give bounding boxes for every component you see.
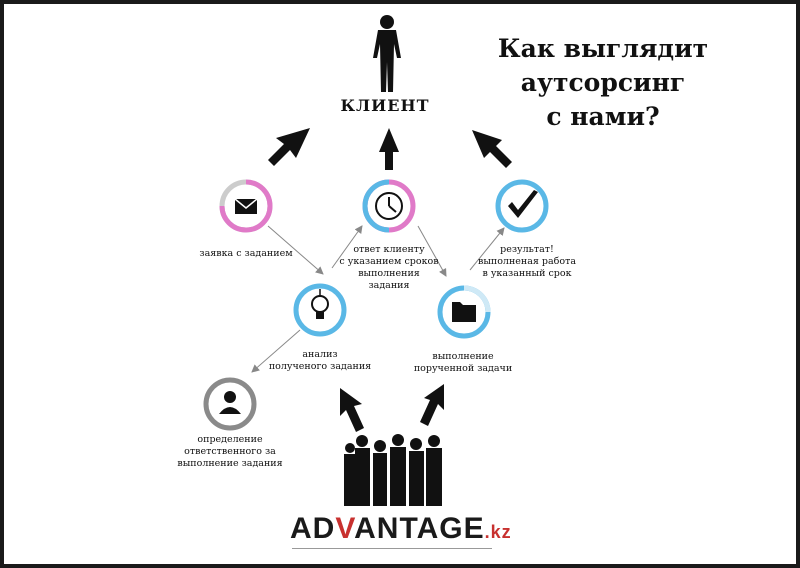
connector-analysis-assignee bbox=[251, 329, 301, 373]
folder-icon bbox=[452, 302, 476, 322]
arrow-to-request bbox=[268, 128, 310, 166]
node-answer-circle bbox=[362, 179, 416, 233]
person-icon bbox=[219, 391, 241, 414]
connector-request-analysis bbox=[267, 225, 324, 275]
node-label-result: результат! выполненая работа в указанный… bbox=[477, 244, 577, 279]
node-label-assignee: определение ответственного за выполнение… bbox=[177, 434, 283, 469]
connector-answer-execution bbox=[417, 225, 447, 277]
envelope-icon bbox=[234, 198, 258, 214]
clock-icon bbox=[375, 192, 403, 220]
node-label-execution: выполнение порученной задачи bbox=[413, 351, 513, 374]
node-analysis-circle bbox=[293, 283, 347, 337]
connector-execution-result bbox=[469, 227, 505, 271]
arrow-team-to-execution bbox=[420, 384, 444, 426]
page-title: Как выглядит аутсорсинг с нами? bbox=[497, 34, 709, 131]
node-result-circle bbox=[495, 179, 549, 233]
node-label-answer: ответ клиенту с указанием сроков выполне… bbox=[339, 244, 439, 291]
client-person-silhouette bbox=[373, 15, 401, 92]
node-execution-circle bbox=[437, 285, 491, 339]
advantage-logo: ADVANTAGE.kz bbox=[290, 512, 511, 552]
node-request-circle bbox=[219, 179, 273, 233]
client-label: КЛИЕНТ bbox=[340, 96, 430, 115]
checkmark-icon bbox=[508, 190, 538, 218]
node-label-analysis: анализ полученого задания bbox=[268, 349, 372, 372]
node-label-request: заявка с заданием bbox=[199, 248, 293, 259]
node-assignee-circle bbox=[203, 377, 257, 431]
arrow-result-to-client bbox=[472, 130, 512, 168]
arrow-answer-to-client bbox=[379, 128, 399, 170]
team-silhouettes bbox=[344, 434, 442, 506]
arrow-team-to-analysis bbox=[340, 388, 364, 432]
connector-analysis-answer bbox=[331, 225, 363, 269]
lightbulb-icon bbox=[311, 289, 329, 319]
